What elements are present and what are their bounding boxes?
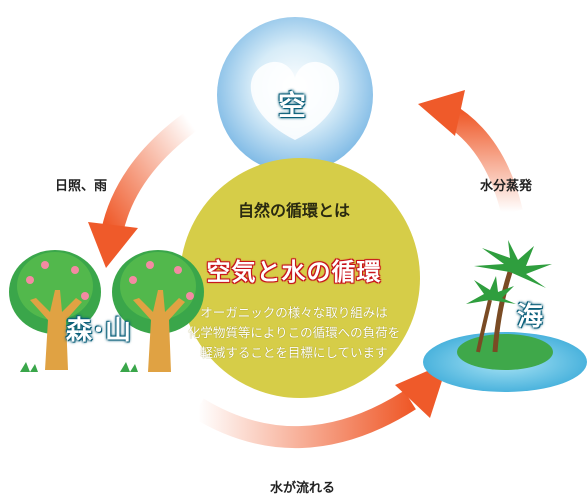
center-description-line-1: オーガニックの様々な取り組みは (200, 305, 388, 320)
label-sunlight-rain: 日照、雨 (55, 179, 108, 194)
forest-label: 森･山 (66, 316, 132, 346)
center-title: 自然の循環とは (237, 201, 350, 220)
heart-cloud (250, 61, 340, 141)
island-sea (423, 240, 587, 392)
sky-label: 空 (278, 89, 307, 122)
arrow-sunlight-rain-head (88, 222, 138, 268)
center-description-line-2: 化学物質等によりこの循環への負荷を (187, 325, 401, 340)
arrow-sunlight-rain (101, 113, 197, 235)
label-evaporation: 水分蒸発 (480, 179, 533, 194)
label-water-flows: 水が流れる (270, 481, 336, 496)
center-description-line-3: 軽減することを目標にしています (200, 345, 388, 360)
center-heading: 空気と水の循環 (206, 258, 382, 286)
arrow-evaporation-head (418, 90, 465, 136)
arrow-water-flows (192, 390, 416, 448)
sea-label: 海 (517, 302, 544, 332)
forest-trees (9, 250, 204, 372)
center-circle (180, 158, 420, 398)
